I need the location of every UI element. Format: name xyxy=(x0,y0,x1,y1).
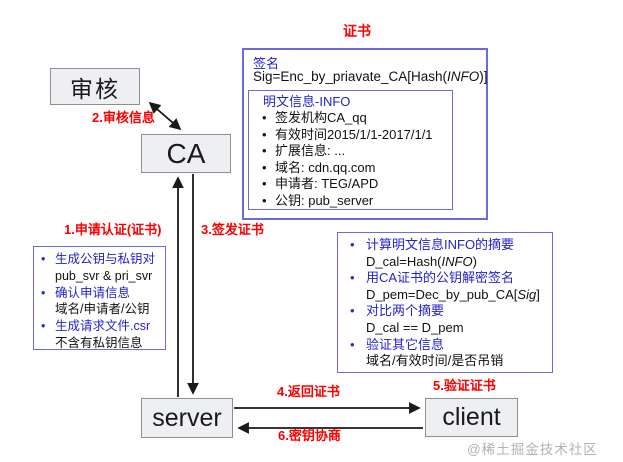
info-item: •公钥: pub_server xyxy=(262,192,374,208)
flow-label-step2: 2.审核信息 xyxy=(92,110,155,125)
node-review-label: 审核 xyxy=(70,75,120,102)
client-step-detail: D_cal == D_pem xyxy=(366,319,464,335)
bullet-icon: • xyxy=(41,319,46,334)
client-steps-box: •计算明文信息INFO的摘要 D_cal=Hash(INFO) •用CA证书的公… xyxy=(337,232,553,373)
bullet-icon: • xyxy=(262,126,267,142)
client-step-detail: 域名/有效时间/是否吊销 xyxy=(366,353,504,369)
client-step-head: •验证其它信息 xyxy=(350,336,445,352)
server-step-head: •确认申请信息 xyxy=(41,285,131,300)
bullet-icon: • xyxy=(262,110,267,125)
info-item: •有效时间2015/1/1-2017/1/1 xyxy=(262,126,433,142)
bullet-icon: • xyxy=(350,237,355,252)
server-step-head: •生成请求文件.csr xyxy=(41,319,151,334)
signature-formula-suffix: )] xyxy=(479,69,488,84)
node-review: 审核 xyxy=(50,68,140,105)
signature-formula: Sig=Enc_by_priavate_CA[Hash(INFO)] xyxy=(253,69,487,84)
bullet-icon: • xyxy=(350,303,355,319)
watermark: @稀土掘金技术社区 xyxy=(467,442,598,457)
server-step-detail: 不含有私钥信息 xyxy=(55,335,143,350)
client-step-head: •用CA证书的公钥解密签名 xyxy=(350,270,515,286)
signature-formula-prefix: Sig=Enc_by_priavate_CA[Hash( xyxy=(253,69,447,84)
info-list: •签发机构CA_qq •有效时间2015/1/1-2017/1/1 •扩展信息:… xyxy=(249,110,452,209)
flow-label-step6: 6.密钥协商 xyxy=(278,428,341,443)
node-client: client xyxy=(425,398,518,437)
bullet-icon: • xyxy=(41,252,46,266)
server-steps-box: •生成公钥与私钥对 pub_svr & pri_svr •确认申请信息 域名/申… xyxy=(33,246,166,350)
bullet-icon: • xyxy=(262,143,267,158)
info-item: •申请者: TEG/APD xyxy=(262,176,379,191)
flow-label-step3: 3.签发证书 xyxy=(201,222,264,237)
certificate-box: 签名 Sig=Enc_by_priavate_CA[Hash(INFO)] 明文… xyxy=(242,48,488,220)
bullet-icon: • xyxy=(41,285,46,300)
server-step-head: •生成公钥与私钥对 xyxy=(41,252,156,266)
client-step-detail: D_pem=Dec_by_pub_CA[Sig] xyxy=(366,286,540,302)
info-item: •扩展信息: ... xyxy=(262,143,346,158)
plaintext-info-box: 明文信息-INFO •签发机构CA_qq •有效时间2015/1/1-2017/… xyxy=(248,90,453,210)
bullet-icon: • xyxy=(262,159,267,175)
client-step-detail: D_cal=Hash(INFO) xyxy=(366,253,477,269)
bullet-icon: • xyxy=(350,336,355,352)
client-step-head: •计算明文信息INFO的摘要 xyxy=(350,237,515,252)
flow-label-step1: 1.申请认证(证书) xyxy=(64,222,162,237)
node-ca-label: CA xyxy=(166,137,206,169)
node-ca: CA xyxy=(141,134,231,173)
node-client-label: client xyxy=(442,403,501,431)
bullet-icon: • xyxy=(350,270,355,286)
bullet-icon: • xyxy=(262,192,267,208)
signature-title: 签名 xyxy=(253,56,280,71)
bullet-icon: • xyxy=(262,176,267,191)
server-step-detail: 域名/申请者/公钥 xyxy=(55,302,150,317)
node-server: server xyxy=(141,398,233,438)
info-title: 明文信息-INFO xyxy=(263,94,351,109)
certificate-title: 证书 xyxy=(343,23,371,39)
client-step-head: •对比两个摘要 xyxy=(350,303,445,319)
signature-formula-italic: INFO xyxy=(446,69,480,84)
info-item: •签发机构CA_qq xyxy=(262,110,367,125)
flow-label-step4: 4.返回证书 xyxy=(277,384,340,399)
info-item: •域名: cdn.qq.com xyxy=(262,159,376,175)
flow-label-step5: 5.验证证书 xyxy=(433,378,496,393)
server-step-detail: pub_svr & pri_svr xyxy=(55,268,153,283)
node-server-label: server xyxy=(152,403,222,432)
